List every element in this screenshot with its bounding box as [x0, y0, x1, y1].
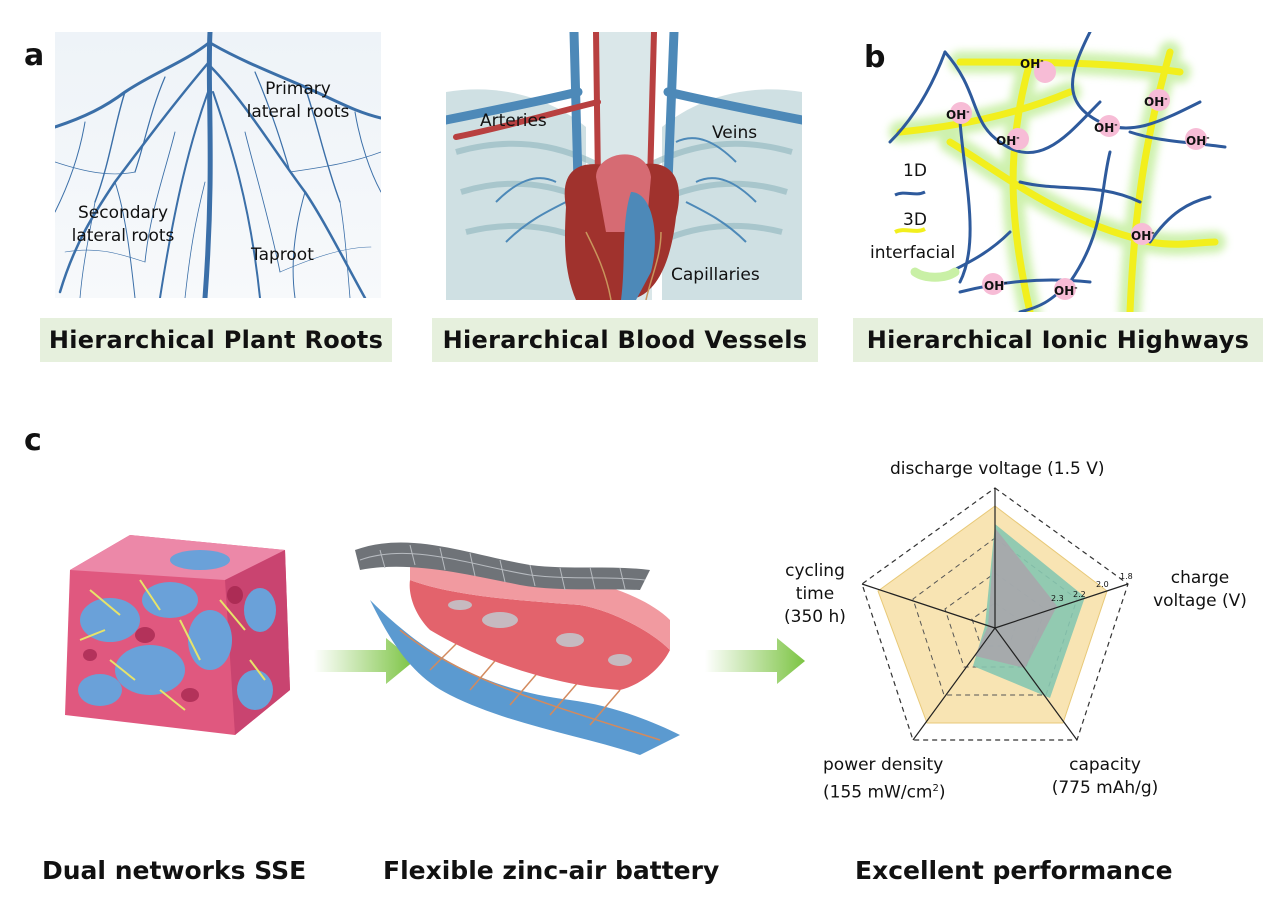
caption-excellent-performance: Excellent performance: [855, 856, 1173, 885]
legend-3d-label: 3D: [903, 210, 927, 230]
ion-label: OH-: [996, 133, 1020, 148]
ion-label: OH-: [1144, 94, 1168, 109]
ion-oh: [981, 272, 1005, 300]
arteries-label: Arteries: [480, 111, 547, 131]
caption-blood-vessels: Hierarchical Blood Vessels: [432, 318, 818, 362]
ion-oh: [1147, 88, 1171, 116]
capillaries-label: Capillaries: [671, 265, 760, 285]
blood-vessels-illustration: [441, 27, 807, 301]
legend-interfacial-label: interfacial: [870, 243, 956, 263]
ion-label: OH-: [1054, 283, 1078, 298]
primary-lateral-roots-label: Primary lateral roots: [246, 79, 350, 122]
radar-axis-capacity: capacity (775 mAh/g): [1051, 755, 1159, 798]
radar-tick: 2.2: [1073, 590, 1086, 599]
arrow-right-icon: [314, 638, 414, 684]
radar-axis-cycling: cycling time (350 h): [784, 561, 846, 627]
ion-oh: [949, 101, 973, 129]
veins-label: Veins: [712, 123, 758, 143]
ion-label: OH-: [1186, 133, 1210, 148]
ion-label: OH-: [984, 278, 1008, 293]
ion-label: OH-: [1131, 228, 1155, 243]
legend-3d-line: [894, 227, 926, 234]
radar-axis-power: power density (155 mW/cm2): [823, 755, 946, 803]
radar-tick: 2.3: [1051, 594, 1064, 603]
ion-oh: [1097, 114, 1121, 142]
caption-plant-roots: Hierarchical Plant Roots: [40, 318, 392, 362]
arrow-right-icon: [705, 638, 805, 684]
caption-dual-networks-sse: Dual networks SSE: [42, 856, 307, 885]
plant-roots-illustration: [53, 29, 383, 301]
radar-tick: 1.8: [1120, 572, 1133, 581]
ion-label: OH-: [946, 107, 970, 122]
ion-label: OH-: [1094, 120, 1118, 135]
radar-axis-discharge: discharge voltage (1.5 V): [890, 459, 1105, 479]
taproot-label: Taproot: [251, 245, 314, 265]
caption-ionic-highways: Hierarchical Ionic Highways: [853, 318, 1263, 362]
dual-network-sse-illustration: [50, 520, 300, 740]
secondary-lateral-roots-label: Secondary lateral roots: [71, 203, 175, 246]
ionic-highways-diagram: [870, 30, 1255, 323]
ion-label: OH-: [1020, 56, 1044, 71]
performance-radar-chart: [845, 478, 1135, 768]
ion-oh: [1053, 277, 1077, 305]
radar-axis-charge: charge voltage (V): [1153, 568, 1247, 611]
radar-tick: 2.0: [1096, 580, 1109, 589]
caption-flexible-battery: Flexible zinc-air battery: [383, 856, 720, 885]
flexible-battery-illustration: [350, 520, 700, 760]
ion-oh: [1130, 222, 1154, 250]
ion-oh: [1006, 127, 1030, 155]
legend-1d-label: 1D: [903, 161, 927, 181]
ion-oh: [1184, 127, 1208, 155]
panel-letter-b: b: [864, 40, 886, 75]
panel-letter-a: a: [24, 38, 45, 73]
ion-oh: [1033, 60, 1057, 88]
legend-1d-line: [894, 190, 926, 197]
legend-interfacial-line: [910, 267, 960, 282]
panel-letter-c: c: [24, 423, 42, 458]
